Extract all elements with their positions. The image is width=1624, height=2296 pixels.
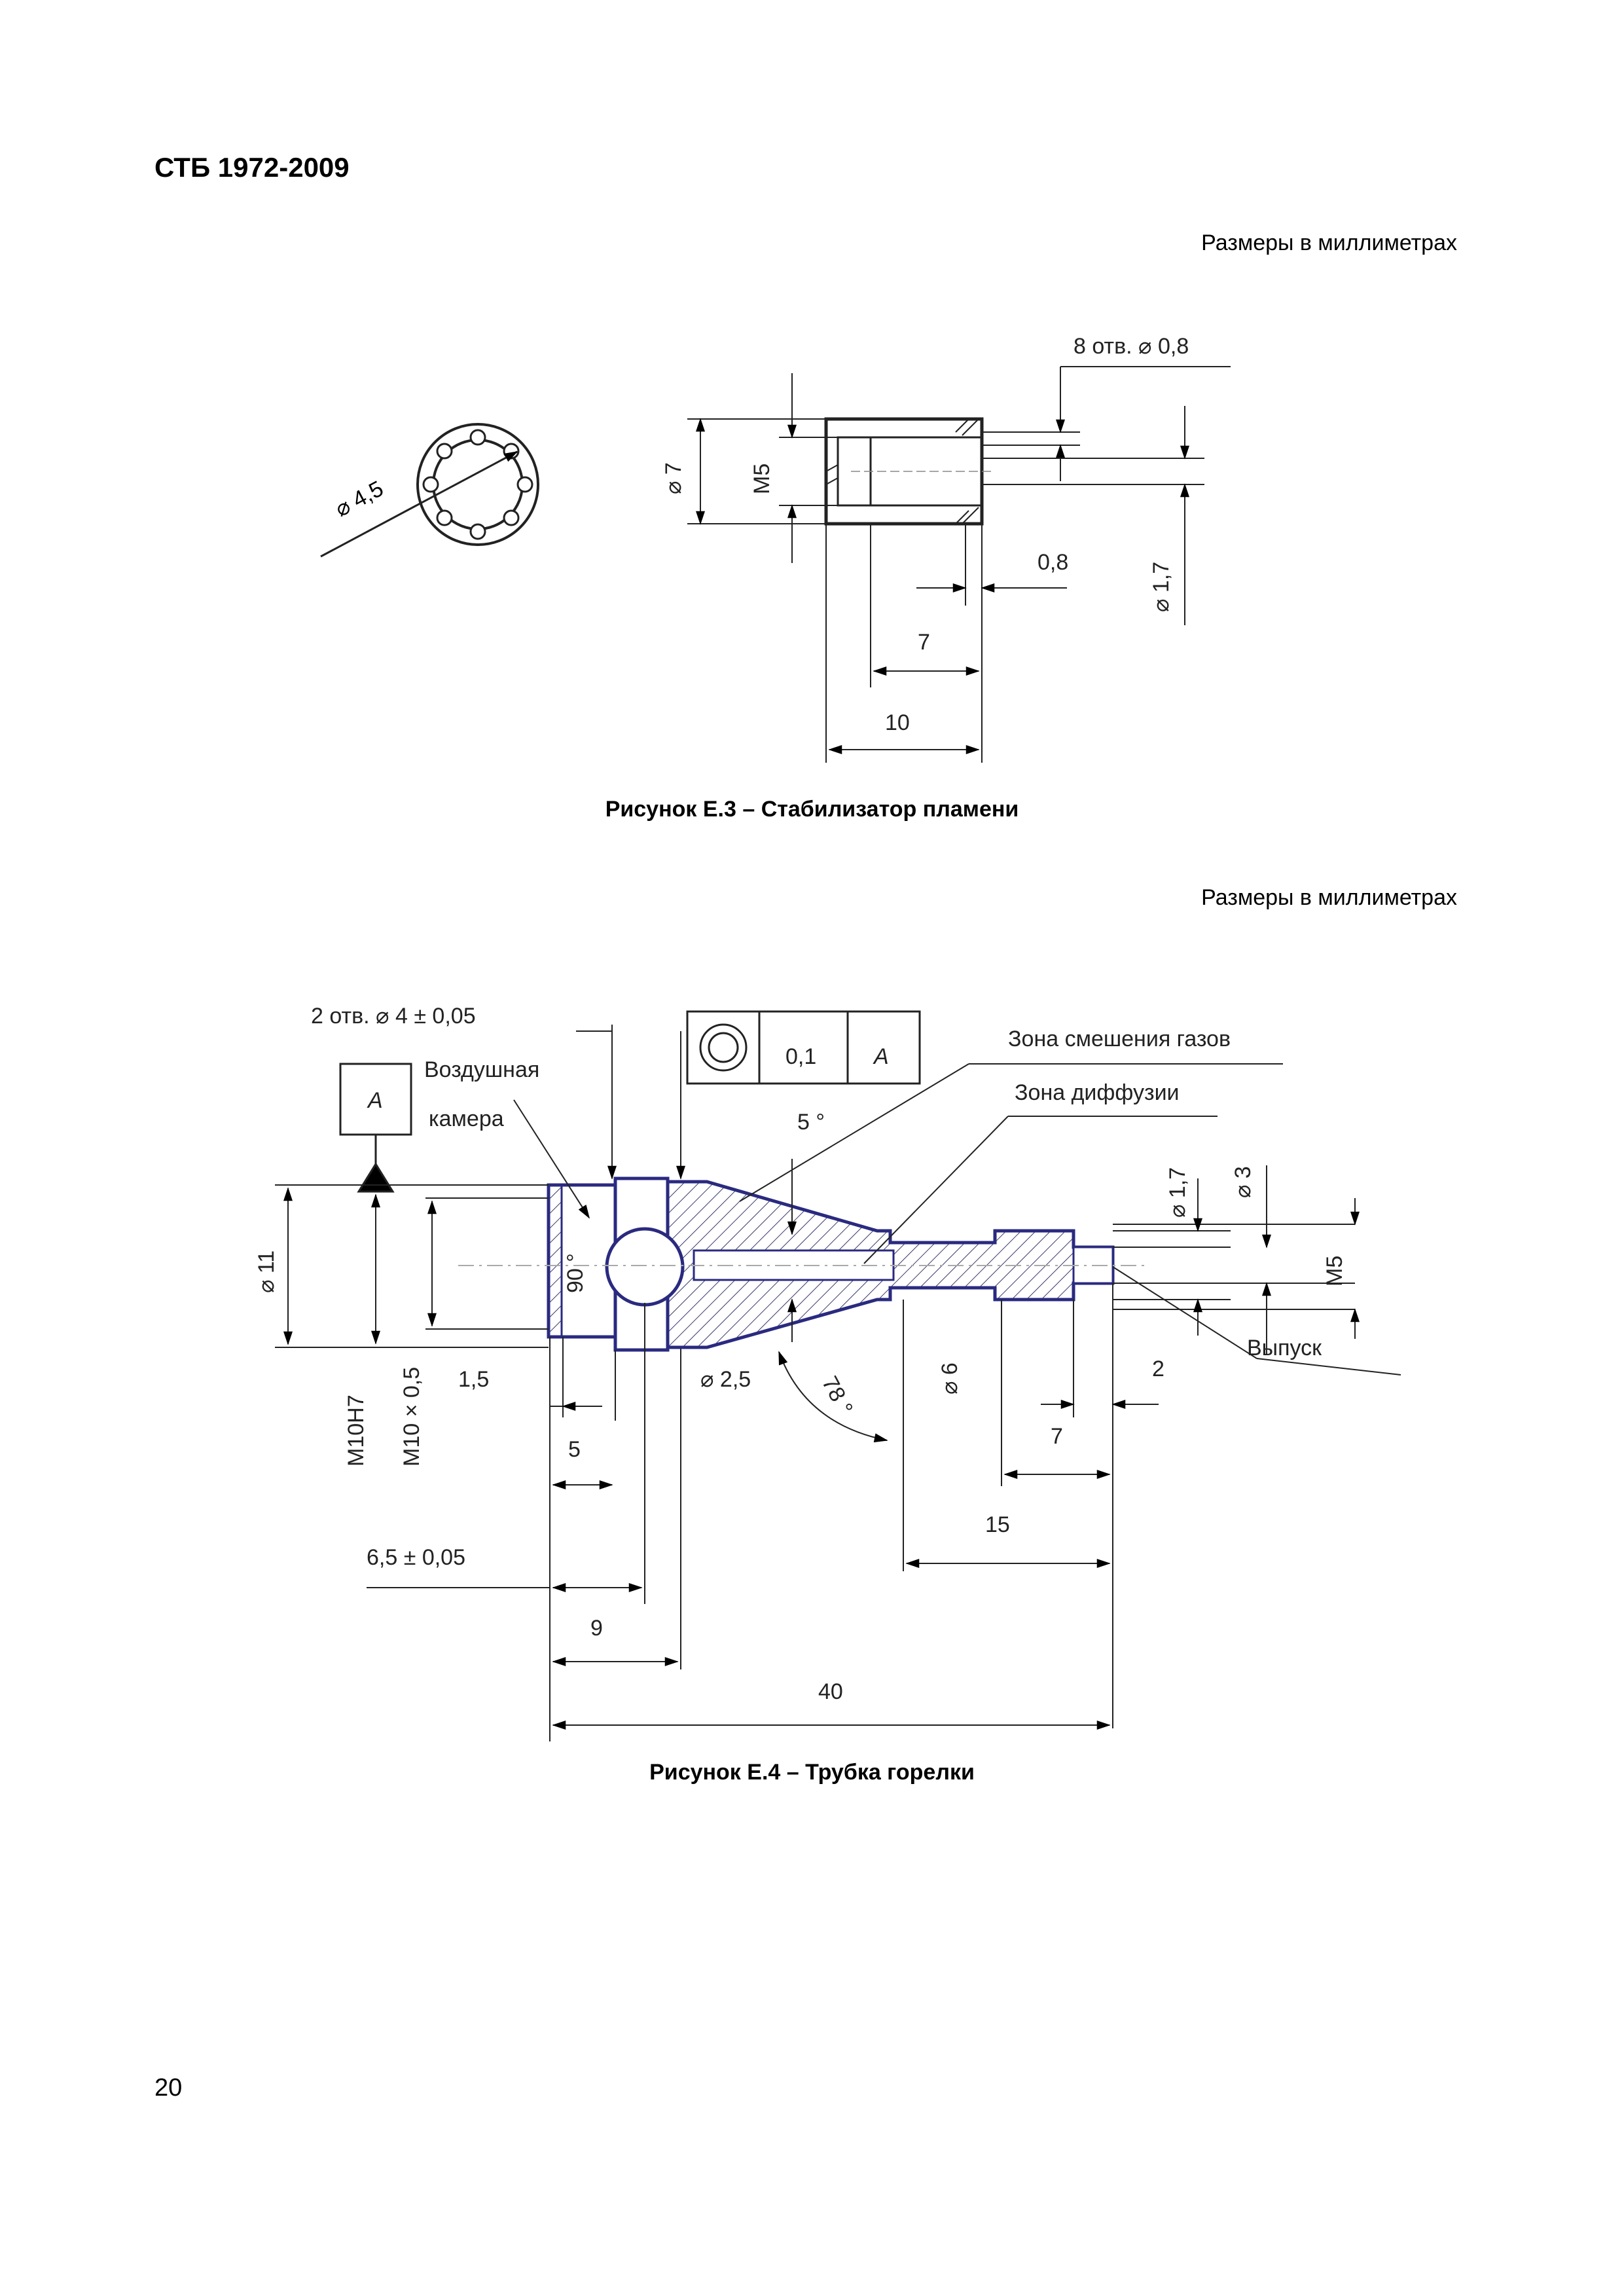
datum-box [339, 1063, 412, 1193]
dim-m10x05-text: M10 × 0,5 [399, 1367, 424, 1467]
dim-m5-text: M5 [1322, 1256, 1347, 1286]
dim-holes-text: 8 отв. ⌀ 0,8 [1074, 334, 1189, 359]
document-code: СТБ 1972-2009 [154, 152, 350, 183]
dim-d3-text: ⌀ 3 [1231, 1166, 1255, 1198]
tube-body [547, 1176, 1115, 1352]
dim-40-text: 40 [818, 1679, 843, 1704]
dim-10-text: 10 [885, 710, 910, 735]
dim-holes-text: 2 отв. ⌀ 4 ± 0,05 [311, 1004, 476, 1029]
dim-7-text: 7 [1051, 1424, 1063, 1449]
dim-d7-text: ⌀ 7 [661, 462, 686, 494]
dim-15a-text: 1,5 [458, 1367, 489, 1392]
svg-text:⌀ 4,5: ⌀ 4,5 [331, 476, 388, 522]
datum-letter: A [367, 1088, 383, 1113]
tolerance-frame [686, 1010, 921, 1085]
figure-e4-caption: Рисунок Е.4 – Трубка горелки [649, 1760, 975, 1785]
dim-2-text: 2 [1152, 1357, 1164, 1381]
tol-datum-text: A [873, 1044, 889, 1069]
dim-08-text: 0,8 [1038, 550, 1068, 575]
tol-value-text: 0,1 [785, 1044, 816, 1069]
dim-m10h7-text: M10H7 [344, 1394, 369, 1467]
figure-e4-drawing: 2 отв. ⌀ 4 ± 0,05 0,1 A A Воздушная каме… [254, 1004, 1401, 1741]
dim-m5-text: M5 [749, 464, 774, 494]
angle-78-text: 78 ° [817, 1372, 857, 1419]
units-note: Размеры в миллиметрах [1201, 885, 1457, 910]
end-view-dim-d45: ⌀ 4,5 [331, 476, 388, 522]
outlet-text: Выпуск [1247, 1336, 1322, 1360]
dim-d6-text: ⌀ 6 [937, 1362, 962, 1394]
dim-d17-text: ⌀ 1,7 [1165, 1167, 1190, 1218]
dim-9-text: 9 [590, 1616, 603, 1641]
diffusion-zone-text: Зона диффузии [1015, 1080, 1180, 1105]
angle-90-text: 90 ° [563, 1253, 588, 1293]
air-chamber-line2: камера [429, 1106, 504, 1131]
end-view [320, 423, 539, 558]
dim-65-text: 6,5 ± 0,05 [367, 1545, 465, 1570]
dim-15-text: 15 [985, 1512, 1010, 1537]
dim-5-text: 5 [568, 1437, 581, 1462]
dim-d17-text: ⌀ 1,7 [1149, 562, 1174, 612]
dim-d25-text: ⌀ 2,5 [700, 1367, 751, 1392]
dim-7-text: 7 [918, 630, 930, 655]
page-number: 20 [154, 2074, 183, 2102]
dim-d11-text: ⌀ 11 [254, 1250, 279, 1293]
air-chamber-line1: Воздушная [424, 1057, 539, 1082]
angle-5-text: 5 ° [797, 1110, 825, 1135]
units-note: Размеры в миллиметрах [1201, 230, 1457, 255]
figure-e3-drawing: ⌀ 4,5 [320, 334, 1231, 763]
mix-zone-text: Зона смешения газов [1008, 1027, 1231, 1051]
figure-e3-caption: Рисунок Е.3 – Стабилизатор пламени [605, 797, 1019, 822]
